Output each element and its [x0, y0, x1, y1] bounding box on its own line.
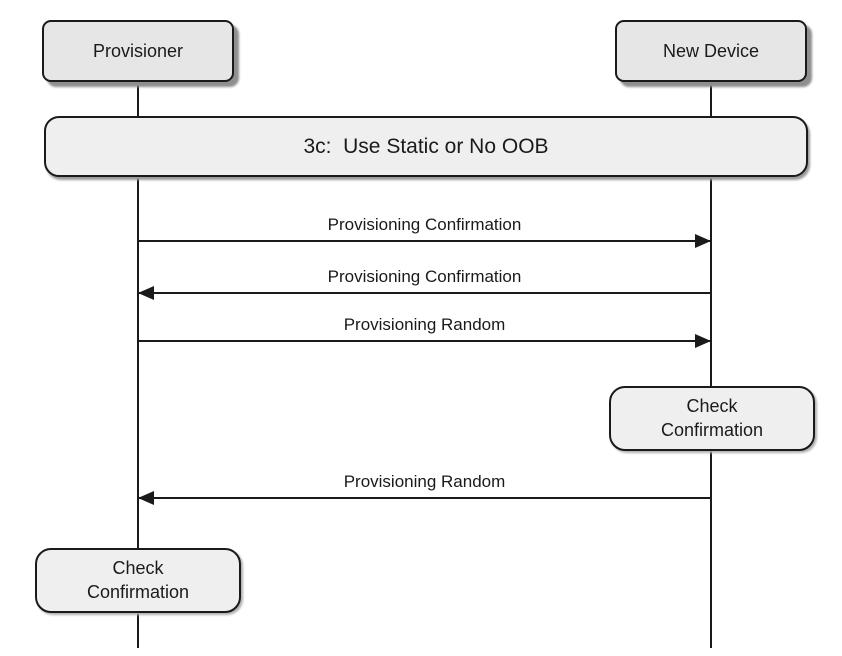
message-provisioning-random-1: Provisioning Random: [138, 310, 711, 348]
arrowhead-left-icon: [138, 286, 154, 300]
message-line: [138, 240, 711, 242]
message-label: Provisioning Confirmation: [327, 267, 522, 286]
message-provisioning-random-2: Provisioning Random: [138, 467, 711, 505]
message-line: [138, 497, 711, 499]
note-line: Check: [112, 558, 164, 579]
message-line: [138, 340, 711, 342]
actor-provisioner: Provisioner: [42, 20, 234, 82]
lifeline-new-device: [710, 82, 712, 648]
actor-new-device: New Device: [615, 20, 807, 82]
note-check-confirmation-provisioner: Check Confirmation: [35, 548, 241, 613]
note-line: Confirmation: [660, 419, 764, 440]
arrowhead-left-icon: [138, 491, 154, 505]
actor-label: New Device: [662, 40, 760, 61]
message-provisioning-confirmation-2: Provisioning Confirmation: [138, 262, 711, 300]
message-provisioning-confirmation-1: Provisioning Confirmation: [138, 210, 711, 248]
note-line: Confirmation: [86, 581, 190, 602]
note-line: Check: [686, 396, 738, 417]
step-banner-label: 3c: Use Static or No OOB: [303, 134, 549, 158]
actor-label: Provisioner: [92, 40, 184, 61]
lifeline-provisioner: [137, 82, 139, 648]
message-label: Provisioning Confirmation: [327, 215, 522, 234]
message-label: Provisioning Random: [343, 315, 506, 334]
arrowhead-right-icon: [695, 334, 711, 348]
note-check-confirmation-device: Check Confirmation: [609, 386, 815, 451]
message-label: Provisioning Random: [343, 472, 506, 491]
step-banner: 3c: Use Static or No OOB: [44, 116, 808, 177]
arrowhead-right-icon: [695, 234, 711, 248]
message-line: [138, 292, 711, 294]
